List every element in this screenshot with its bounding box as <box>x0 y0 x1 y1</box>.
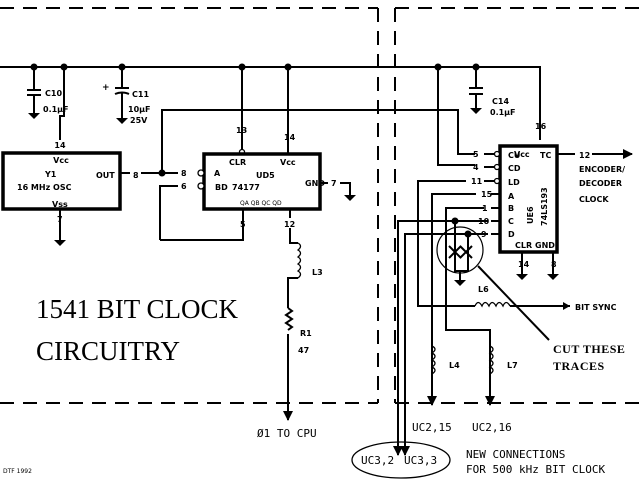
phi1-chain: L3 R1 47 Ø1 TO CPU <box>257 228 323 440</box>
title-line2: CIRCUITRY <box>36 336 180 366</box>
label-counter2-gnd: GND <box>535 241 555 250</box>
label-counter2-pins-5-name: C <box>508 217 514 226</box>
label-signals-encoder_l3: CLOCK <box>579 195 609 204</box>
label-counter2-pin_clr: 14 <box>518 260 530 269</box>
label-oscillator-out: OUT <box>96 171 115 180</box>
label-signals-uc2_16: UC2,16 <box>472 421 512 434</box>
label-signals-encoder_l2: DECODER <box>579 179 622 188</box>
label-signals-uc3_3: UC3,3 <box>404 454 437 467</box>
label-counter1-pin_q1: 5 <box>240 220 246 229</box>
label-counter1-pin_vcc: 14 <box>284 133 296 142</box>
label-capacitors-2-value: 0.1µF <box>490 108 516 117</box>
ground-icon <box>28 113 40 119</box>
label-capacitors-2-ref: C14 <box>492 97 509 106</box>
label-counter2-pins-3-name: A <box>508 192 515 201</box>
label-resistor-ref: R1 <box>300 329 312 338</box>
encoder-label: ENCODER/ <box>579 165 625 174</box>
label-counter2-pin_vcc: 16 <box>535 122 547 131</box>
label-counter1-pin_bd: 6 <box>181 182 187 191</box>
label-resistor-value: 47 <box>298 346 309 355</box>
label-counter1-in_a: A <box>214 169 221 178</box>
ground-icon <box>516 274 528 280</box>
label-counter1-clr: CLR <box>229 158 246 167</box>
label-signals-uc2_15: UC2,15 <box>412 421 452 434</box>
label-counter2-pins-2-num: 11 <box>471 177 483 186</box>
new-connections-ellipse <box>351 441 451 479</box>
label-counter2-pins-1-name: CD <box>508 164 521 173</box>
ground-icon <box>470 108 482 114</box>
label-counter2-pins-6-name: D <box>508 230 515 239</box>
label-signals-bit_sync: BIT SYNC <box>575 303 617 312</box>
oscillator-y1: 14 Vcc Y1 16 MHz OSC OUT Vss 7 8 <box>1 141 139 246</box>
label-counter1-outputs: QA QB QC QD <box>240 200 282 207</box>
label-notes-new_l2: FOR 500 kHz BIT CLOCK <box>466 463 605 476</box>
vcc-rail <box>0 63 540 71</box>
new-connections-note: NEW CONNECTIONS <box>466 448 565 461</box>
label-counter2-ref: UE6 <box>526 206 535 224</box>
label-counter2-pins-0-num: 5 <box>473 150 479 159</box>
label-counter2-clr: CLR <box>515 241 532 250</box>
label-counter2-pins-3-num: 15 <box>481 190 493 199</box>
label-counter2-pins-2-name: LD <box>508 178 520 187</box>
label-counter1-part: 74177 <box>232 183 260 192</box>
label-oscillator-vss: Vss <box>52 200 68 209</box>
label-counter2-pins-0-name: CU <box>508 151 520 160</box>
label-counter1-ref: UD5 <box>256 171 275 180</box>
capacitor-c11: + C11 10µF 25V <box>102 67 150 125</box>
counter-ud5: 8 6 CLR Vcc A UD5 BD 74177 QA QB QC QD G… <box>181 152 356 229</box>
label-capacitors-1-ref: C11 <box>132 90 149 99</box>
label-oscillator-vcc: Vcc <box>53 156 69 165</box>
label-notes-cut_l2: TRACES <box>553 359 605 373</box>
label-oscillator-pin_vcc: 14 <box>54 141 66 150</box>
label-counter2-pins-4-num: 1 <box>482 204 488 213</box>
label-counter1-pin_a: 8 <box>181 169 187 178</box>
capacitor-c10: C10 0.1µF <box>27 67 69 119</box>
ue6-input-wiring: L6 BIT SYNC L4 L7 <box>393 180 617 456</box>
label-counter2-pin_gnd: 8 <box>551 260 557 269</box>
label-inductors-1-ref: L4 <box>449 361 460 370</box>
label-counter1-vcc: Vcc <box>280 158 296 167</box>
label-counter1-gnd: GND <box>305 179 325 188</box>
label-inductors-0-ref: L3 <box>312 268 323 277</box>
label-inductors-3-ref: L7 <box>507 361 518 370</box>
section-borders <box>0 7 640 404</box>
label-capacitors-1-rating: 25V <box>130 116 148 125</box>
ground-icon <box>547 274 559 280</box>
cut-note: CUT THESE <box>553 342 625 356</box>
label-counter2-tc: TC <box>540 151 551 160</box>
label-capacitors-1-value: 10µF <box>128 105 150 114</box>
label-counter1-pin_gnd: 7 <box>331 179 337 188</box>
credit: DTF 1992 <box>3 468 32 475</box>
label-counter2-pins-4-name: B <box>508 204 514 213</box>
capacitor-c14: C14 0.1µF <box>469 67 516 117</box>
label-counter2-vcc: Vcc <box>514 150 530 159</box>
label-capacitors-1-polarity: + <box>102 83 110 93</box>
label-capacitors-0-ref: C10 <box>45 89 62 98</box>
label-counter2-pin_tc: 12 <box>579 151 590 160</box>
ground-icon <box>454 280 466 286</box>
label-oscillator-ref: Y1 <box>44 170 57 179</box>
ground-icon <box>344 195 356 201</box>
ground-icon <box>116 118 128 124</box>
label-oscillator-pin_out: 8 <box>133 171 139 180</box>
ground-icon <box>54 240 66 246</box>
label-signals-phi1: Ø1 TO CPU <box>257 427 317 440</box>
label-counter2-part: 74LS193 <box>540 187 549 226</box>
label-signals-uc3_2: UC3,2 <box>361 454 394 467</box>
label-inductors-2-ref: L6 <box>478 285 489 294</box>
label-capacitors-0-value: 0.1µF <box>43 105 69 114</box>
label-counter2-pins-1-num: 4 <box>473 163 479 172</box>
counter-ue6: Vcc TC CU CD LD A B C D CLR GND UE6 74LS… <box>471 144 633 280</box>
label-counter1-in_bd: BD <box>215 183 228 192</box>
label-counter1-pin_q2: 12 <box>284 220 295 229</box>
label-counter1-pin_clr: 13 <box>236 126 247 135</box>
label-oscillator-pin_gnd: 7 <box>57 215 63 224</box>
title-line1: 1541 BIT CLOCK <box>36 294 239 324</box>
label-oscillator-desc: 16 MHz OSC <box>17 183 72 192</box>
